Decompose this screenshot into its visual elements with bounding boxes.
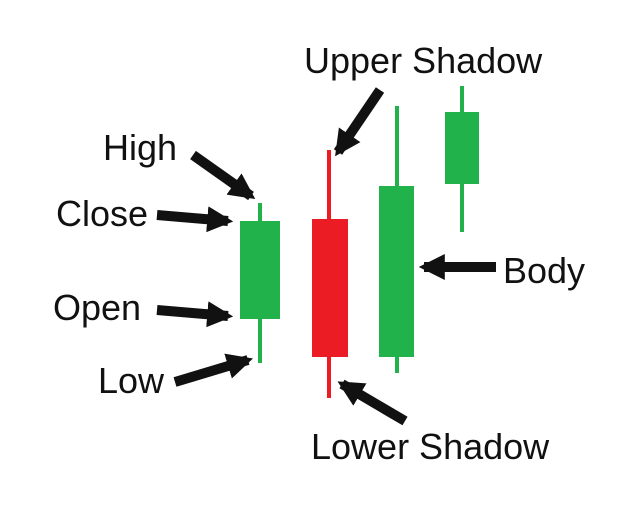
label-open: Open [53,287,141,328]
low-arrow [173,353,253,387]
candle-tall-green [379,106,414,373]
close-arrow [156,206,234,233]
candle-annotated-green [240,203,280,363]
candle-small-green [445,86,479,232]
arrows [156,87,496,426]
candle-4-body [445,112,479,184]
label-body: Body [503,250,585,291]
label-upper-shadow: Upper Shadow [304,40,543,81]
lower-shadow-arrow [337,379,408,426]
label-lower-shadow: Lower Shadow [311,426,550,467]
candle-red [312,150,348,398]
candle-1-body [240,221,280,319]
label-high: High [103,127,177,168]
upper-shadow-arrow [333,87,385,157]
candle-3-body [379,186,414,357]
candle-2-body [312,219,348,357]
label-low: Low [98,360,165,401]
high-arrow [190,150,256,201]
label-close: Close [56,193,148,234]
open-arrow [156,301,234,328]
